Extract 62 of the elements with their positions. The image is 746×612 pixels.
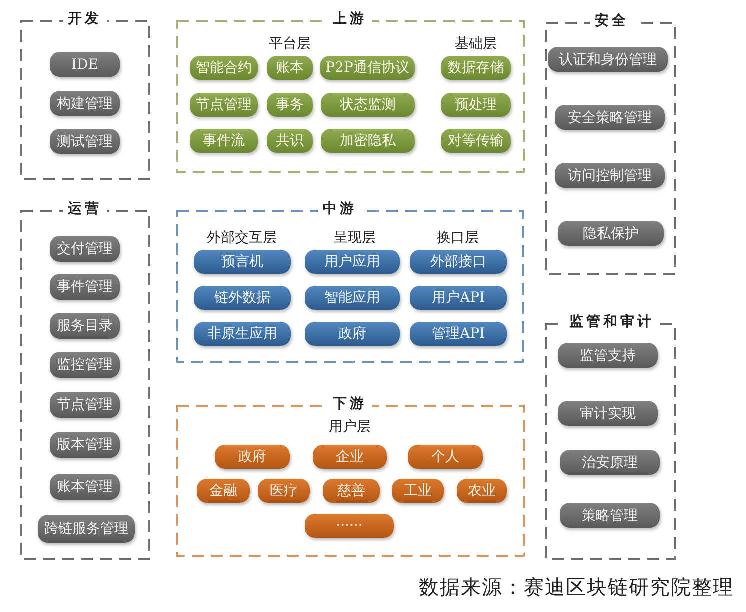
module-pill: 账本管理 [50, 474, 120, 500]
module-pill: 加密隐私 [321, 129, 415, 153]
group-title: 中游 [318, 200, 362, 218]
module-pill: 节点管理 [190, 93, 258, 117]
module-pill: 服务目录 [50, 313, 120, 339]
layer-heading: 用户层 [329, 418, 371, 436]
module-pill: 状态监测 [321, 93, 415, 117]
module-pill: 慈善 [323, 479, 380, 503]
group-title: 上游 [328, 10, 372, 28]
module-pill: 金融 [197, 479, 250, 503]
module-pill: 对等传输 [441, 129, 511, 153]
module-pill: 治安原理 [560, 450, 660, 475]
module-pill: 安全策略管理 [555, 105, 665, 130]
module-pill: P2P通信协议 [320, 56, 415, 80]
module-pill: ······ [305, 514, 394, 538]
module-pill: 共识 [267, 129, 313, 153]
layer-heading: 换口层 [437, 229, 479, 247]
module-pill: 农业 [457, 479, 507, 503]
module-pill: 版本管理 [50, 432, 120, 458]
group-title: 运营 [63, 200, 107, 218]
module-pill: 智能合约 [190, 56, 258, 80]
module-pill: 构建管理 [50, 91, 120, 116]
module-pill: 跨链服务管理 [38, 515, 135, 543]
module-pill: 用户API [410, 286, 507, 310]
group-title: 安全 [590, 12, 634, 30]
module-pill: 事件流 [190, 129, 258, 153]
module-pill: 审计实现 [558, 401, 658, 426]
layer-heading: 基础层 [455, 35, 497, 53]
module-pill: 非原生应用 [194, 322, 291, 346]
source-caption: 数据来源：赛迪区块链研究院整理 [419, 574, 734, 601]
module-pill: 账本 [267, 56, 313, 80]
module-pill: 管理API [410, 322, 507, 346]
module-pill: 政府 [305, 322, 400, 346]
group-title: 下游 [328, 395, 372, 413]
module-pill: 策略管理 [560, 503, 660, 528]
module-pill: 监管支持 [558, 343, 658, 368]
module-pill: 企业 [313, 445, 387, 469]
module-pill: 交付管理 [50, 236, 120, 262]
module-pill: 预言机 [194, 250, 291, 274]
module-pill: 预处理 [441, 93, 511, 117]
layer-heading: 外部交互层 [207, 229, 277, 247]
group-title: 开发 [63, 10, 107, 28]
module-pill: 认证和身份管理 [548, 47, 668, 72]
module-pill: 监控管理 [50, 352, 120, 378]
module-pill: 政府 [215, 445, 290, 469]
module-pill: 链外数据 [194, 286, 291, 310]
module-pill: 工业 [392, 479, 444, 503]
module-pill: 事件管理 [50, 274, 120, 300]
module-pill: 数据存储 [441, 56, 511, 80]
module-pill: IDE [50, 52, 120, 77]
module-pill: 智能应用 [305, 286, 400, 310]
module-pill: 外部接口 [410, 250, 507, 274]
module-pill: 个人 [408, 445, 483, 469]
module-pill: 测试管理 [50, 129, 120, 154]
layer-heading: 呈现层 [334, 229, 376, 247]
module-pill: 事务 [267, 93, 313, 117]
layer-heading: 平台层 [269, 35, 311, 53]
module-pill: 隐私保护 [558, 221, 664, 246]
module-pill: 用户应用 [305, 250, 400, 274]
module-pill: 医疗 [258, 479, 310, 503]
module-pill: 节点管理 [50, 392, 120, 418]
module-pill: 访问控制管理 [555, 163, 665, 188]
